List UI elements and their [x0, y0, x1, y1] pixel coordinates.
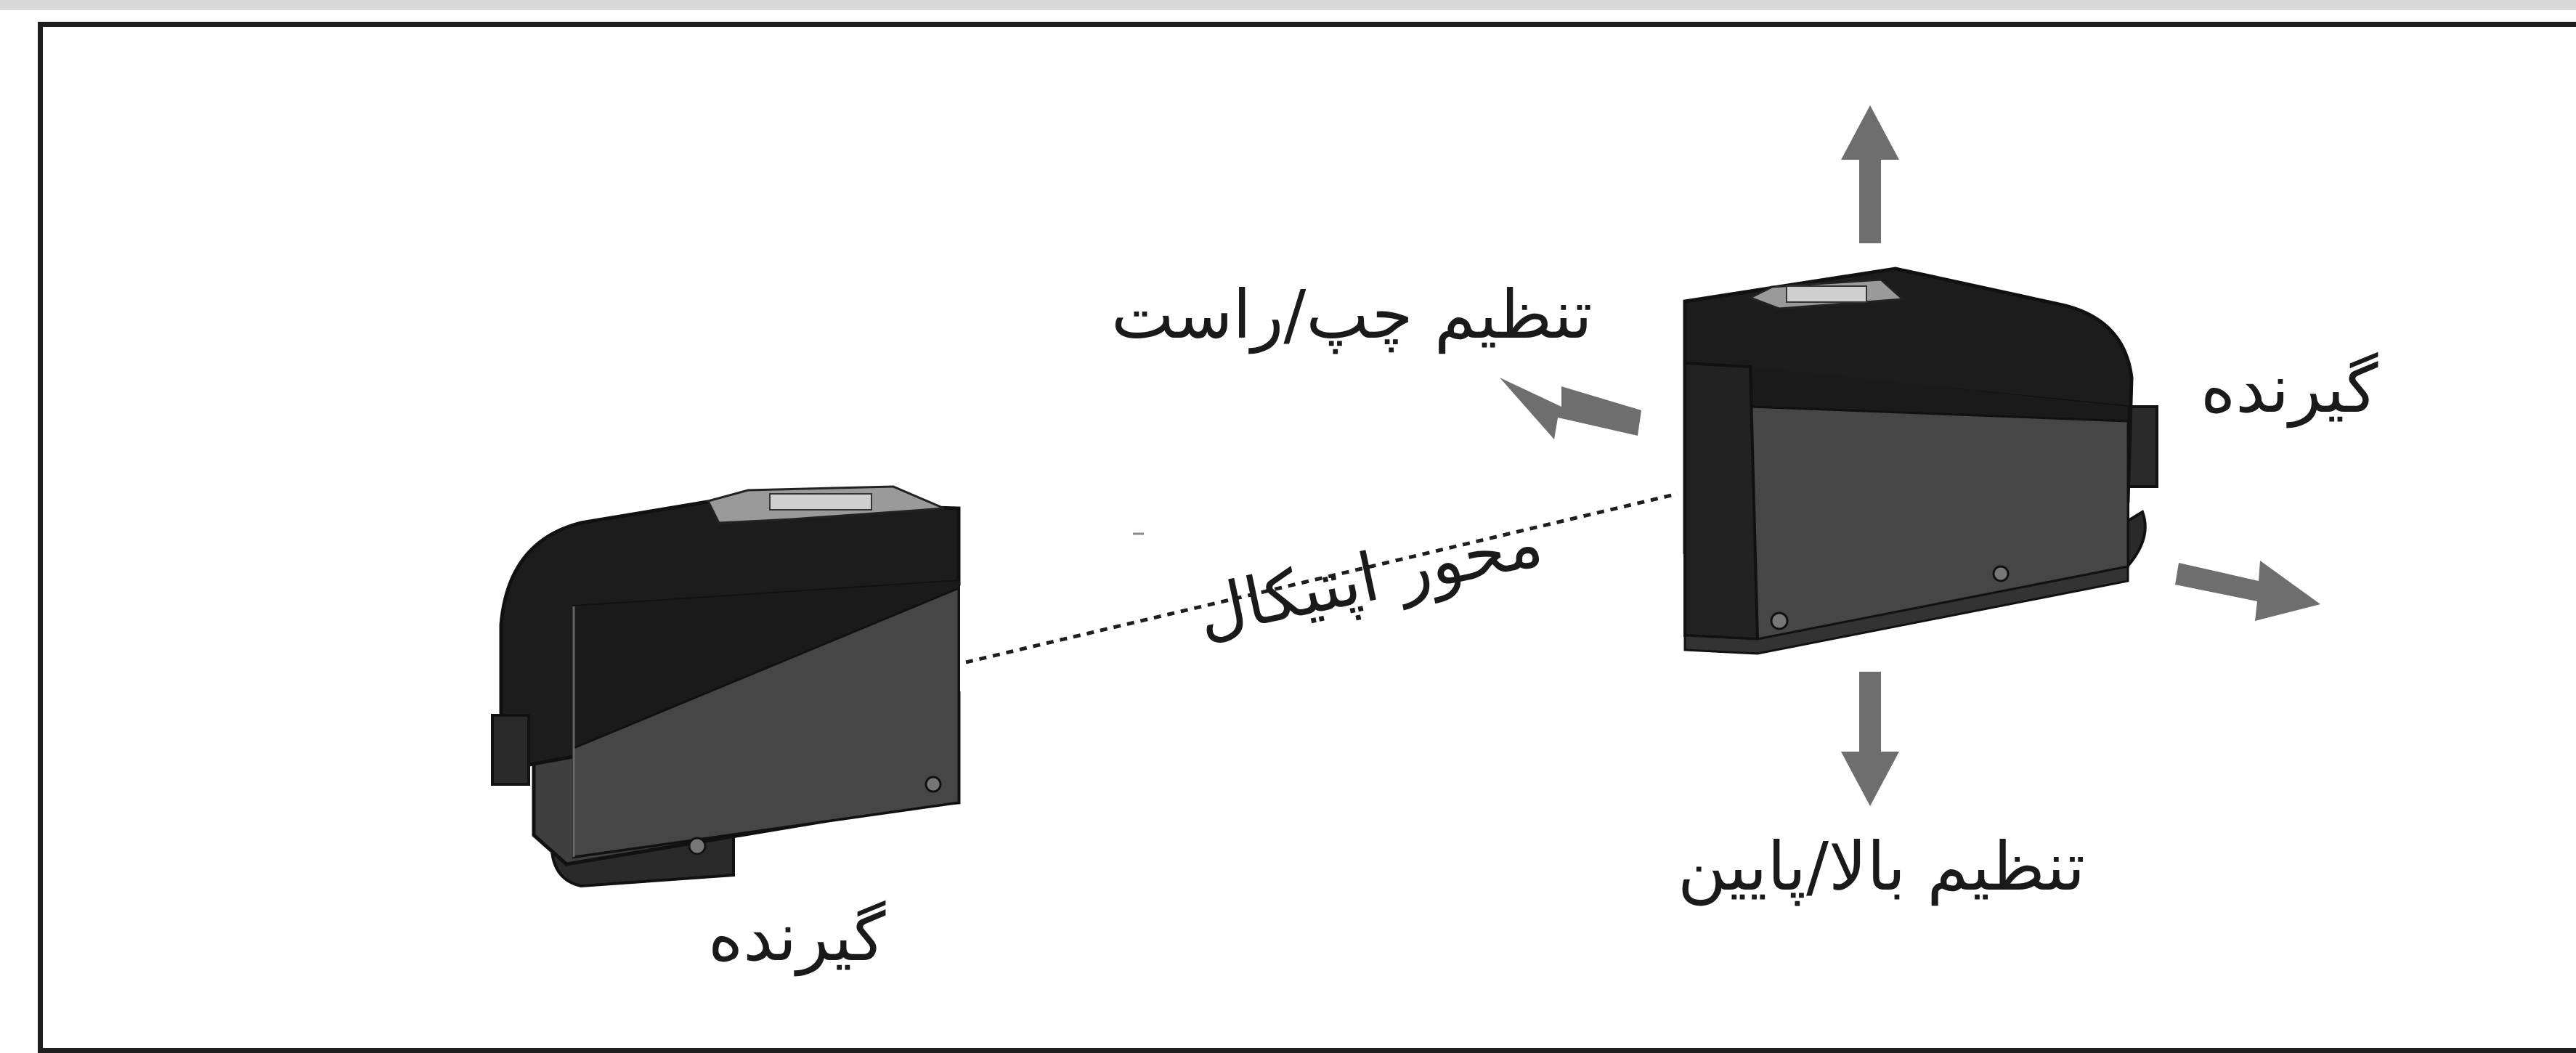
receiver-right-label: گیرنده	[2201, 350, 2378, 428]
diagram-canvas	[491, 105, 2320, 888]
right-sensor	[1683, 267, 2158, 655]
arrow-up-icon	[1841, 105, 1899, 243]
receiver-left-label: گیرنده	[708, 898, 886, 976]
left-sensor	[491, 485, 961, 888]
arrow-down-icon	[1841, 672, 1899, 806]
optical-axis-line	[965, 492, 1678, 664]
top-divider	[0, 0, 2576, 10]
arrow-right-icon	[2175, 561, 2320, 621]
left-right-adjust-label: تنظیم چپ/راست	[1111, 276, 1593, 354]
up-down-adjust-label: تنظیم بالا/پایین	[1678, 828, 2086, 906]
arrow-left-icon	[1500, 378, 1641, 439]
